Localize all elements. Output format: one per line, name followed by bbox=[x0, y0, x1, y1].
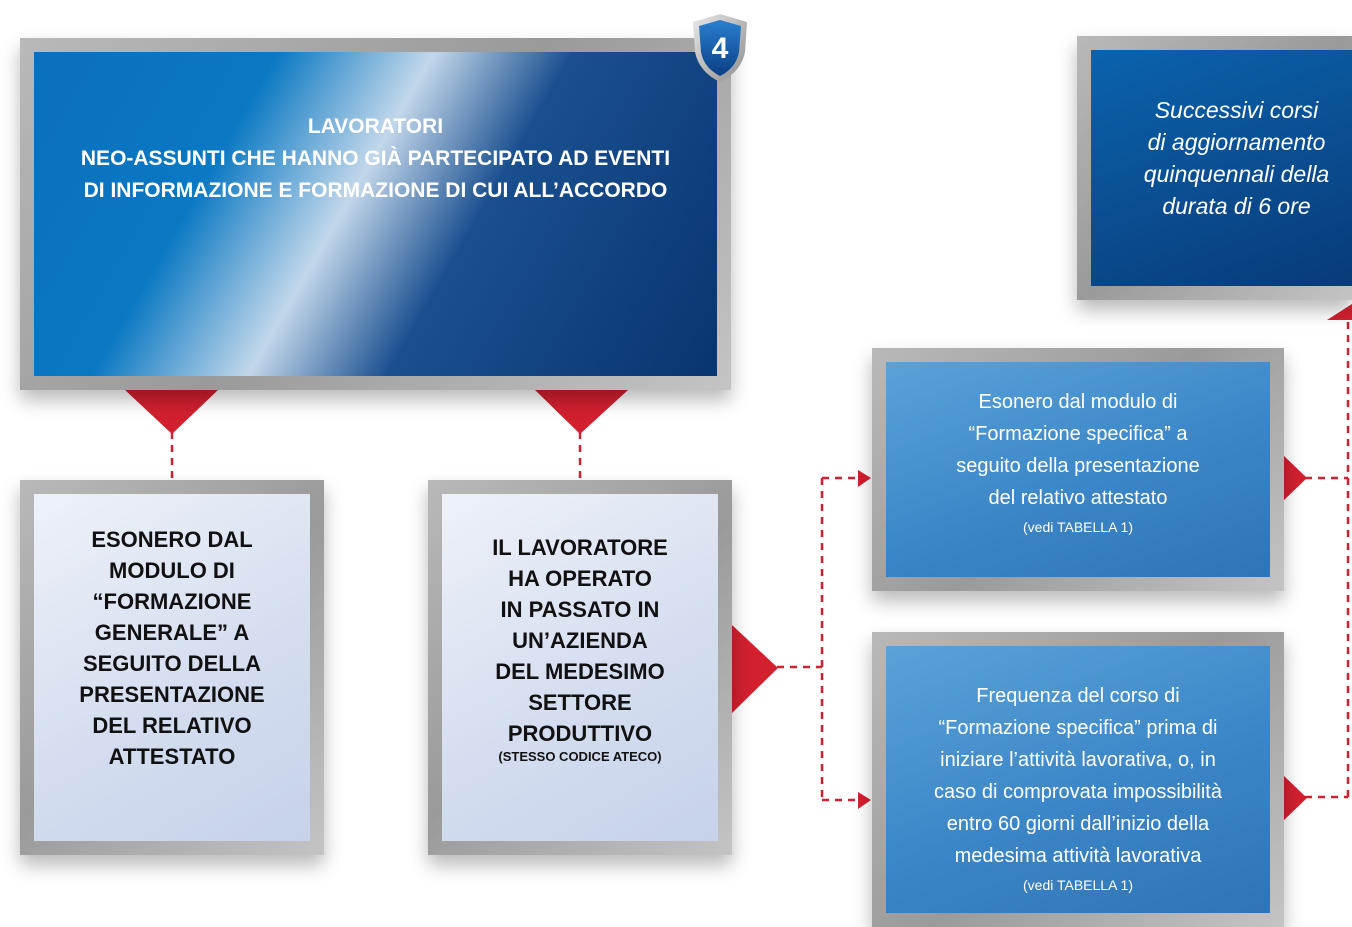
left-box-line: DEL RELATIVO bbox=[92, 712, 252, 738]
middle-box-line: IN PASSATO IN bbox=[500, 596, 660, 622]
arrowhead-lower-right bbox=[858, 792, 871, 809]
lower-right-box: Frequenza del corso di “Formazione speci… bbox=[872, 632, 1284, 927]
arrow-right-upper bbox=[1283, 455, 1307, 501]
upper-right-box-line: Esonero dal modulo di bbox=[978, 390, 1178, 413]
upper-right-box-panel: Esonero dal modulo di “Formazione specif… bbox=[886, 362, 1270, 577]
lower-right-box-line: Frequenza del corso di bbox=[976, 684, 1180, 707]
arrow-right-middle bbox=[732, 625, 778, 713]
lower-right-box-note: (vedi TABELLA 1) bbox=[1023, 876, 1133, 893]
upper-right-box-line: seguito della presentazione bbox=[956, 454, 1200, 477]
top-right-box-line: Successivi corsi bbox=[1154, 97, 1319, 123]
main-box-title: LAVORATORI NEO-ASSUNTI CHE HANNO GIÀ PAR… bbox=[81, 111, 670, 317]
main-box-line: NEO-ASSUNTI CHE HANNO GIÀ PARTECIPATO AD… bbox=[80, 147, 671, 170]
lower-right-box-line: “Formazione specifica” prima di bbox=[938, 716, 1218, 739]
middle-box-line: PRODUTTIVO bbox=[507, 720, 653, 746]
top-right-box-panel: Successivi corsi di aggiornamento quinqu… bbox=[1091, 50, 1352, 286]
lower-right-box-line: medesima attività lavorativa bbox=[954, 844, 1202, 867]
top-right-box-line: di aggiornamento bbox=[1147, 129, 1326, 155]
arrow-down-left bbox=[125, 390, 218, 434]
left-box-line: SEGUITO DELLA bbox=[82, 650, 262, 676]
left-box: ESONERO DAL MODULO DI “FORMAZIONE GENERA… bbox=[20, 480, 324, 855]
upper-right-box-line: del relativo attestato bbox=[988, 486, 1168, 509]
middle-box-line: HA OPERATO bbox=[508, 565, 652, 591]
main-box-line: LAVORATORI bbox=[307, 115, 444, 138]
lower-right-box-line: iniziare l’attività lavorativa, o, in bbox=[940, 748, 1216, 771]
middle-box-line: IL LAVORATORE bbox=[492, 534, 668, 560]
main-box-panel: LAVORATORI NEO-ASSUNTI CHE HANNO GIÀ PAR… bbox=[34, 52, 717, 376]
badge-number: 4 bbox=[712, 32, 729, 65]
top-right-box-text: Successivi corsi di aggiornamento quinqu… bbox=[1114, 94, 1329, 242]
left-box-line: ESONERO DAL bbox=[91, 526, 253, 552]
upper-right-box-text: Esonero dal modulo di “Formazione specif… bbox=[956, 386, 1200, 554]
left-box-panel: ESONERO DAL MODULO DI “FORMAZIONE GENERA… bbox=[34, 494, 310, 841]
middle-box-line: UN’AZIENDA bbox=[512, 627, 648, 653]
top-right-box: Successivi corsi di aggiornamento quinqu… bbox=[1077, 36, 1352, 300]
middle-box: IL LAVORATORE HA OPERATO IN PASSATO IN U… bbox=[428, 480, 732, 855]
arrow-down-middle bbox=[535, 390, 628, 434]
upper-right-box-note: (vedi TABELLA 1) bbox=[1023, 518, 1133, 535]
left-box-line: MODULO DI bbox=[109, 557, 235, 583]
left-box-line: GENERALE” A bbox=[94, 619, 250, 645]
upper-right-box-line: “Formazione specifica” a bbox=[968, 422, 1188, 445]
main-box-line: DI INFORMAZIONE E FORMAZIONE DI CUI ALL’… bbox=[83, 179, 668, 202]
middle-box-note: (STESSO CODICE ATECO) bbox=[498, 748, 662, 764]
left-box-text: ESONERO DAL MODULO DI “FORMAZIONE GENERA… bbox=[79, 524, 264, 812]
left-box-line: ATTESTATO bbox=[108, 743, 236, 769]
arrow-up-top-right bbox=[1327, 304, 1352, 320]
lower-right-box-panel: Frequenza del corso di “Formazione speci… bbox=[886, 646, 1270, 913]
middle-box-line: SETTORE bbox=[528, 689, 632, 715]
middle-box-text: IL LAVORATORE HA OPERATO IN PASSATO IN U… bbox=[492, 532, 668, 804]
top-right-box-line: durata di 6 ore bbox=[1162, 193, 1311, 219]
upper-right-box: Esonero dal modulo di “Formazione specif… bbox=[872, 348, 1284, 591]
left-box-line: PRESENTAZIONE bbox=[79, 681, 265, 707]
middle-box-panel: IL LAVORATORE HA OPERATO IN PASSATO IN U… bbox=[442, 494, 718, 841]
lower-right-box-text: Frequenza del corso di “Formazione speci… bbox=[934, 662, 1222, 898]
arrow-right-lower bbox=[1283, 775, 1307, 821]
top-right-box-line: quinquennali della bbox=[1143, 161, 1330, 187]
main-box: LAVORATORI NEO-ASSUNTI CHE HANNO GIÀ PAR… bbox=[20, 38, 731, 390]
middle-box-line: DEL MEDESIMO bbox=[495, 658, 665, 684]
arrowhead-upper-right bbox=[858, 470, 871, 487]
left-box-line: “FORMAZIONE bbox=[92, 588, 252, 614]
shield-icon: 4 bbox=[693, 14, 747, 82]
lower-right-box-line: caso di comprovata impossibilità bbox=[934, 780, 1222, 803]
lower-right-box-line: entro 60 giorni dall’inizio della bbox=[946, 812, 1210, 835]
